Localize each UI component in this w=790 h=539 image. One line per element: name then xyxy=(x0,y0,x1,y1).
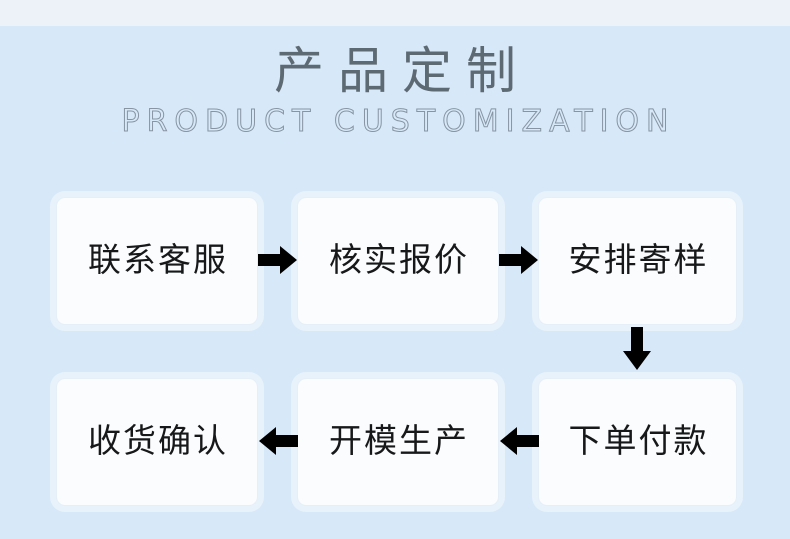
arrow-down-icon xyxy=(620,327,654,371)
flow-step-contact-service: 联系客服 xyxy=(56,197,258,325)
page-subtitle: PRODUCT CUSTOMIZATION xyxy=(121,104,676,140)
arrow-left-icon xyxy=(258,424,298,458)
arrow-right-icon xyxy=(499,243,539,277)
flow-step-label: 收货确认 xyxy=(88,424,228,460)
flow-step-label: 下单付款 xyxy=(568,424,709,460)
page-title: 产品定制 xyxy=(274,43,530,99)
flow-step-receipt-confirmation: 收货确认 xyxy=(56,378,258,506)
heading-block: 产品定制 PRODUCT CUSTOMIZATION xyxy=(0,42,790,140)
arrow-right-icon xyxy=(258,243,298,277)
flow-step-verify-quote: 核实报价 xyxy=(297,197,499,325)
top-band xyxy=(0,0,790,26)
flow-step-mold-production: 开模生产 xyxy=(297,378,499,506)
flow-step-arrange-sample: 安排寄样 xyxy=(538,197,737,325)
flow-step-label: 开模生产 xyxy=(329,424,469,460)
flow-step-label: 安排寄样 xyxy=(568,243,709,279)
flow-step-place-order-payment: 下单付款 xyxy=(538,378,737,506)
arrow-left-icon xyxy=(499,424,539,458)
flow-step-label: 联系客服 xyxy=(88,243,228,279)
flow-step-label: 核实报价 xyxy=(329,243,469,279)
